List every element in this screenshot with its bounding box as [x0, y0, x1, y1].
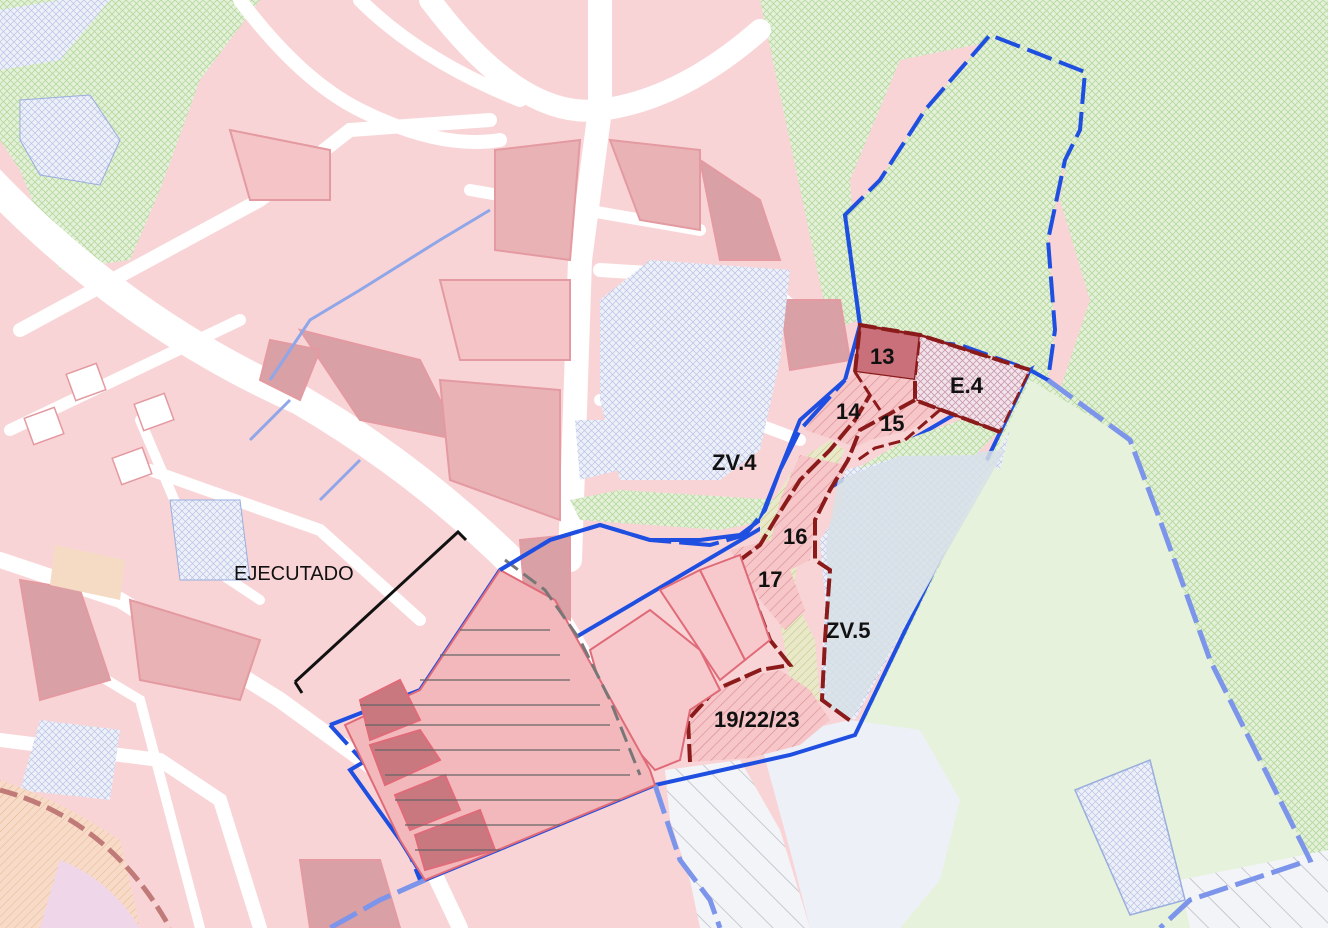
- southeast-light-area: [760, 720, 960, 928]
- parcel-16: [770, 455, 845, 570]
- parcel-19-22-23: [690, 670, 830, 762]
- label-14: 14: [836, 399, 861, 424]
- small-buildings: [23, 362, 175, 486]
- built-blocks: [18, 128, 852, 928]
- central-equipment-area: [600, 260, 790, 480]
- parcel-e4: [913, 333, 1032, 434]
- executed-bracket: [293, 529, 468, 694]
- northwest-equipment-area-2: [0, 0, 110, 70]
- southwest-ring-boundary: [0, 787, 173, 928]
- label-17: 17: [758, 567, 782, 592]
- north-green-zone: [842, 32, 1088, 384]
- executed-block-grey-boundary: [504, 558, 642, 776]
- blue-road-boundary: [498, 378, 847, 572]
- central-equipment-area-2: [575, 420, 620, 480]
- northwest-green-area: [0, 0, 260, 270]
- plan-boundary-dashed-south: [652, 784, 723, 928]
- northwest-equipment-area: [19, 94, 121, 186]
- plan-boundary-dashed-east: [1046, 377, 1314, 928]
- label-zv4: ZV.4: [712, 450, 757, 475]
- label-19-22-23: 19/22/23: [714, 707, 800, 732]
- parcel-17: [730, 540, 805, 630]
- southwest-purple-area: [40, 860, 140, 928]
- green-strip-15: [855, 420, 1000, 470]
- sector-boundary-inner: [853, 371, 941, 464]
- label-15: 15: [880, 411, 904, 436]
- plan-boundary-dashed-bottom: [328, 877, 427, 928]
- southwest-equipment-area: [20, 720, 120, 800]
- south-equipment-area: [665, 760, 810, 928]
- east-equipment-plot: [1074, 758, 1186, 916]
- sector-boundary: [685, 322, 1031, 763]
- executed-block-hatch: [360, 629, 630, 851]
- central-green-strip: [570, 490, 780, 530]
- label-zv5: ZV.5: [826, 618, 870, 643]
- southeast-equipment-area: [1180, 850, 1328, 928]
- east-green-area-light: [860, 380, 1328, 928]
- west-equipment-area: [169, 499, 251, 581]
- blue-paths: [248, 208, 491, 502]
- label-16: 16: [783, 524, 807, 549]
- west-orange-area: [50, 545, 125, 600]
- label-13: 13: [870, 344, 894, 369]
- zv5-zone-fill: [825, 450, 1005, 722]
- label-e4: E.4: [950, 373, 984, 398]
- label-executed: EJECUTADO: [234, 563, 354, 585]
- parcel-15: [850, 400, 940, 450]
